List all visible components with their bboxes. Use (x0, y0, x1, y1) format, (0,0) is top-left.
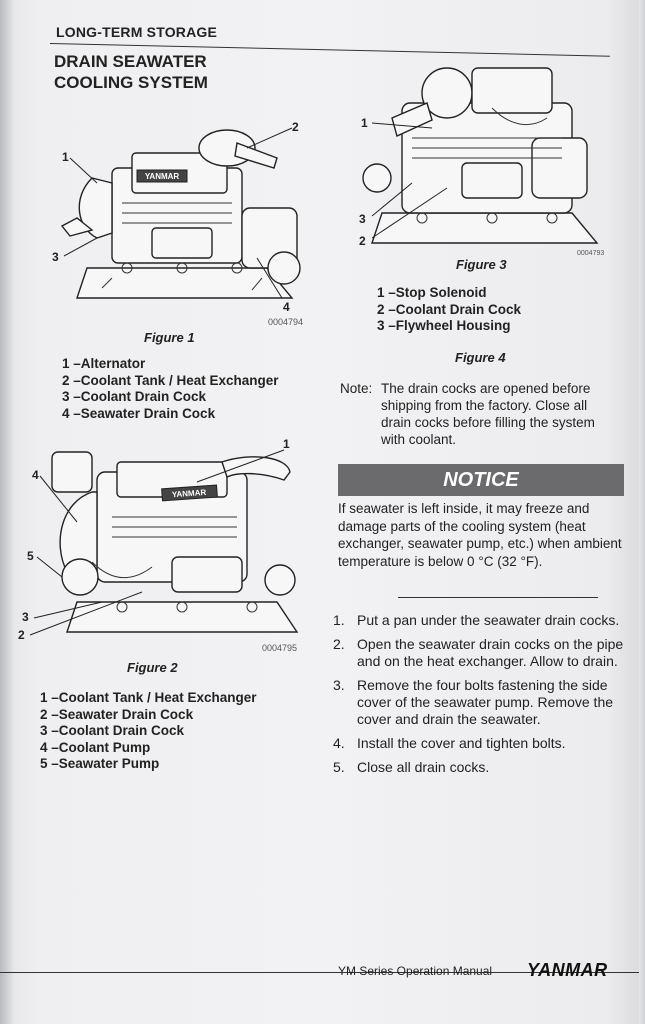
figure3-callout-2: 2 (359, 234, 366, 248)
figure2-callout-2: 2 (18, 628, 25, 642)
page-title-line2: COOLING SYSTEM (54, 73, 208, 92)
figure1-caption: Figure 1 (144, 330, 195, 345)
figure2-caption: Figure 2 (127, 660, 178, 675)
legend-item: 3 –Flywheel Housing (377, 318, 511, 333)
figure1-engine-illustration: YANMAR (60, 127, 301, 299)
yanmar-logo: YANMAR (527, 960, 608, 980)
legend-item: 4 –Coolant Pump (40, 739, 151, 755)
legend-item: 4 –Seawater Drain Cock (62, 405, 216, 421)
figure1-callout-1: 1 (62, 150, 69, 164)
step-item: 1. Put a pan under the seawater drain coc… (333, 612, 628, 629)
figure1-legend: 1 –Alternator 2 –Coolant Tank / Heat Exc… (62, 356, 279, 422)
figure3-engine-illustration (362, 67, 599, 244)
legend-item: 1 –Stop Solenoid (377, 285, 487, 300)
notice-divider (398, 597, 598, 598)
step-text: Open the seawater drain cocks on the pip… (357, 636, 624, 669)
page-edge (639, 0, 645, 1024)
figure4-caption: Figure 4 (455, 350, 506, 365)
figure1-engine-logo: YANMAR (145, 172, 180, 181)
figure1-image-number: 0004794 (268, 317, 304, 327)
figure1-callout-3: 3 (52, 250, 59, 264)
step-item: 2. Open the seawater drain cocks on the p… (333, 636, 628, 670)
step-item: 5. Close all drain cocks. (333, 759, 628, 776)
section-header: LONG-TERM STORAGE (56, 24, 218, 40)
figure2-image-number: 0004795 (262, 643, 298, 653)
figure1-callout-2: 2 (292, 120, 299, 134)
step-text: Remove the four bolts fastening the side… (357, 677, 614, 727)
figure2-callout-1: 1 (283, 437, 290, 451)
figure2-engine-logo: YANMAR (172, 488, 207, 499)
page-binding-shadow (0, 0, 14, 1024)
step-item: 3. Remove the four bolts fastening the si… (333, 677, 628, 728)
step-text: Put a pan under the seawater drain cocks… (357, 612, 620, 628)
step-number: 2. (333, 636, 345, 652)
legend-item: 1 –Alternator (62, 356, 146, 371)
figure3-legend: 1 –Stop Solenoid 2 –Coolant Drain Cock 3… (377, 285, 521, 335)
page-title: DRAIN SEAWATER COOLING SYSTEM (54, 51, 208, 93)
page-title-line1: DRAIN SEAWATER (54, 52, 207, 71)
figure2-engine-illustration: YANMAR (29, 449, 299, 636)
figure2-callout-5: 5 (27, 549, 34, 563)
figure3-image-number: 0004793 (577, 250, 605, 257)
figure3-caption: Figure 3 (456, 257, 507, 272)
footer-rule (0, 972, 640, 973)
note-block: Note: The drain cocks are opened before … (340, 380, 605, 448)
legend-item: 3 –Coolant Drain Cock (40, 723, 185, 738)
step-text: Close all drain cocks. (357, 759, 490, 775)
note-label: Note: (340, 381, 373, 396)
legend-item: 5 –Seawater Pump (40, 756, 160, 771)
legend-item: 2 –Coolant Drain Cock (377, 301, 522, 317)
step-number: 3. (333, 677, 345, 693)
figure2-callout-4: 4 (32, 468, 39, 482)
legend-item: 3 –Coolant Drain Cock (62, 389, 207, 404)
step-item: 4. Install the cover and tighten bolts. (333, 735, 628, 752)
notice-text: If seawater is left inside, it may freez… (338, 501, 622, 569)
note-text: The drain cocks are opened before shippi… (381, 381, 595, 447)
figure2-legend: 1 –Coolant Tank / Heat Exchanger 2 –Seaw… (40, 690, 257, 773)
step-number: 5. (333, 759, 345, 775)
step-number: 1. (333, 612, 345, 628)
figure3-callout-3: 3 (359, 212, 366, 226)
step-number: 4. (333, 735, 345, 751)
figure2-callout-3: 3 (22, 610, 29, 624)
procedure-steps: 1. Put a pan under the seawater drain coc… (333, 612, 628, 783)
legend-item: 2 –Seawater Drain Cock (40, 706, 194, 722)
step-text: Install the cover and tighten bolts. (357, 735, 566, 751)
footer-manual-title: YM Series Operation Manual (338, 964, 493, 978)
figure3-callout-1: 1 (361, 116, 368, 130)
figure1-callout-4: 4 (283, 300, 290, 314)
notice-banner: NOTICE (338, 464, 624, 496)
legend-item: 2 –Coolant Tank / Heat Exchanger (62, 372, 279, 388)
legend-item: 1 –Coolant Tank / Heat Exchanger (40, 690, 257, 705)
